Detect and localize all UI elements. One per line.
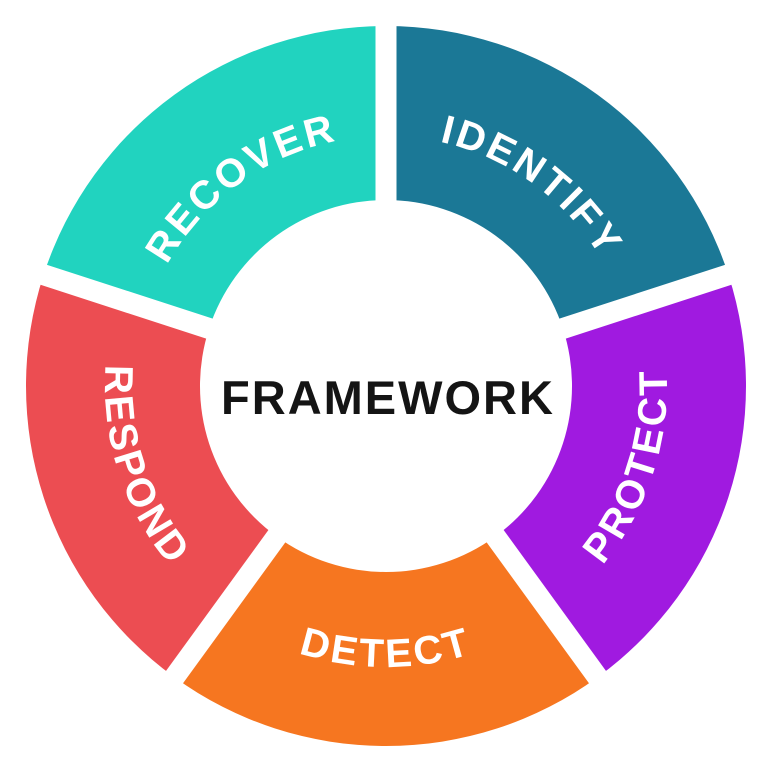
segment-divider <box>25 259 251 351</box>
segment-identify-arc <box>386 26 729 329</box>
segment-detect-arc <box>174 536 598 747</box>
segment-divider <box>156 497 309 697</box>
center-label: FRAMEWORK <box>221 371 555 424</box>
segment-divider <box>463 497 616 697</box>
segment-recover-arc <box>43 26 387 329</box>
segments-layer <box>25 26 747 747</box>
segment-dividers <box>25 10 747 697</box>
segment-divider <box>521 259 747 351</box>
segment-protect-arc <box>495 274 747 678</box>
segment-respond-arc <box>25 274 277 678</box>
